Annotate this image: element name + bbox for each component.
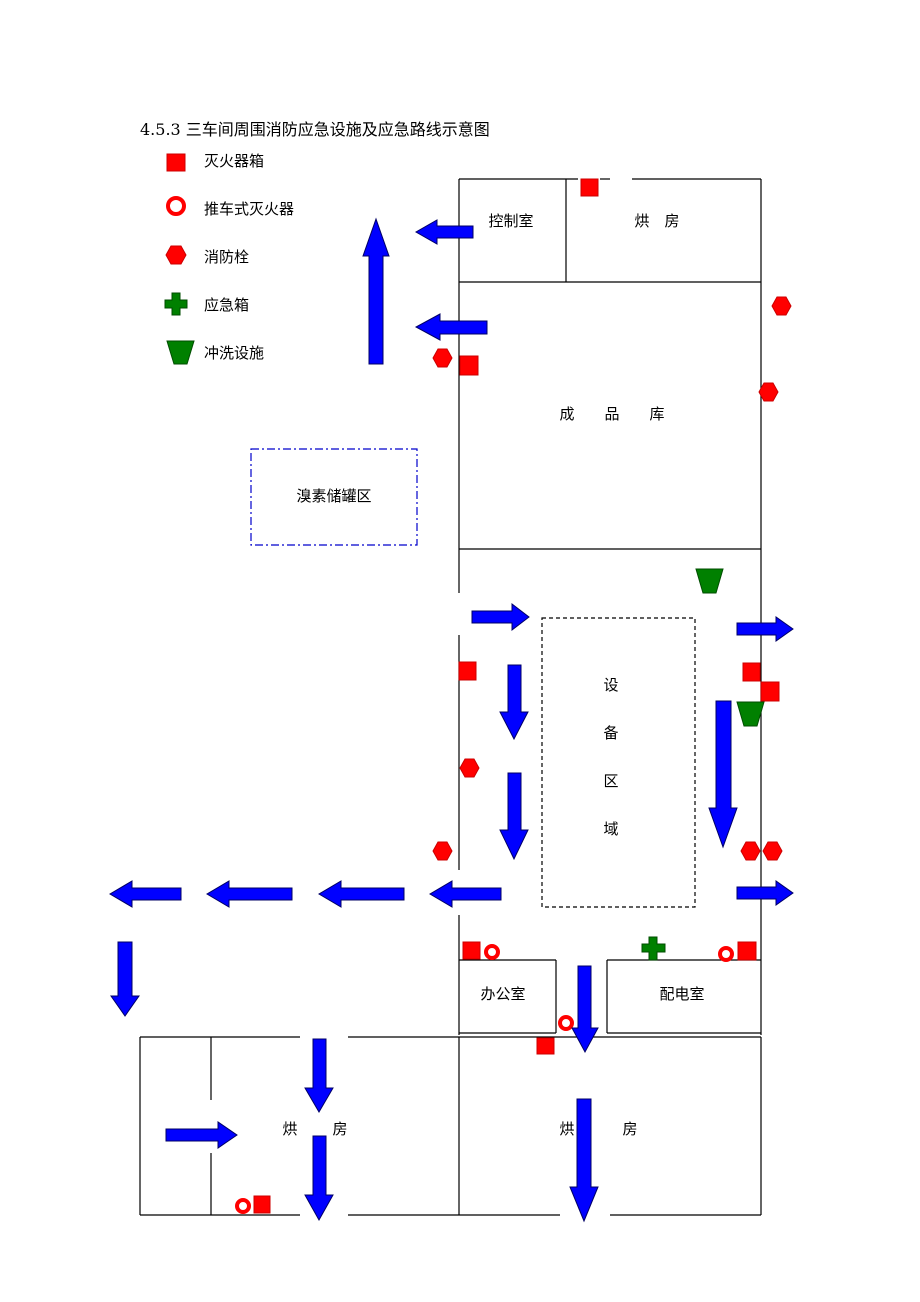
extinguisher-box — [253, 1195, 271, 1214]
hydrants — [432, 296, 792, 861]
hydrant — [432, 348, 453, 368]
extinguisher-box — [536, 1037, 555, 1055]
cart-extinguisher-icon — [166, 196, 186, 216]
route-arrow-right — [165, 1121, 238, 1149]
route-arrow-right — [471, 602, 530, 632]
equipment-area-char-3: 区 — [603, 772, 618, 790]
control-room-label: 控制室 — [488, 212, 533, 230]
extinguisher-box — [580, 178, 599, 197]
cart-extinguisher — [718, 946, 734, 962]
legend-cart-extinguisher-label: 推车式灭火器 — [204, 200, 294, 218]
route-arrow-right — [736, 616, 794, 642]
route-arrow-down — [571, 965, 599, 1054]
product-store-label: 成 品 库 — [559, 405, 664, 423]
route-arrow-down — [304, 1038, 334, 1113]
drying-room-bl-char-2: 房 — [332, 1120, 347, 1138]
drying-room-br-char-2: 房 — [622, 1120, 637, 1138]
cart-extinguisher — [558, 1015, 574, 1031]
bromine-tank-area — [250, 448, 418, 546]
route-arrow-down — [110, 941, 140, 1017]
route-arrow-left — [206, 880, 293, 908]
route-arrow-down — [569, 1098, 599, 1223]
route-arrow-up — [362, 217, 390, 365]
equipment-area-char-4: 域 — [603, 820, 618, 838]
drying-room-bl-char-1: 烘 — [282, 1120, 297, 1138]
bromine-tank-area-label: 溴素储罐区 — [296, 487, 371, 505]
extinguisher-box — [760, 681, 780, 702]
equipment-area-char-1: 设 — [603, 676, 618, 694]
diagram-title: 4.5.3 三车间周围消防应急设施及应急路线示意图 — [140, 120, 490, 139]
route-arrow-left — [109, 880, 182, 908]
hydrant — [432, 841, 453, 861]
hydrant — [758, 382, 779, 402]
route-arrow-left — [414, 219, 474, 245]
equipment-area-char-2: 备 — [603, 724, 618, 742]
legend: 灭火器箱 推车式灭火器 消防栓 应急箱 冲洗设施 — [164, 152, 294, 365]
wash-facility-icon — [166, 340, 195, 365]
route-arrow-left — [429, 880, 502, 908]
route-arrow-left — [318, 880, 405, 908]
extinguisher-box — [458, 661, 477, 681]
extinguisher-box — [742, 662, 761, 682]
cart-extinguisher — [235, 1198, 251, 1214]
drying-room-br-char-1: 烘 — [559, 1120, 574, 1138]
extinguisher-box-icon — [166, 153, 186, 172]
legend-hydrant-label: 消防栓 — [204, 248, 249, 266]
office-label: 办公室 — [480, 985, 525, 1003]
legend-extinguisher-box-label: 灭火器箱 — [204, 152, 264, 170]
legend-wash-facility-label: 冲洗设施 — [204, 344, 264, 362]
equipment-area — [541, 617, 696, 908]
route-arrow-down — [708, 700, 738, 849]
extinguisher-boxes — [253, 178, 780, 1214]
route-arrow-down — [304, 1135, 334, 1222]
drying-room-top-label: 烘 房 — [634, 212, 679, 230]
extinguisher-box — [459, 355, 479, 376]
hydrant — [740, 841, 761, 861]
hydrant — [771, 296, 792, 316]
wash-facilities — [695, 568, 765, 727]
cart-extinguishers — [235, 944, 734, 1214]
extinguisher-box — [462, 941, 481, 960]
hydrant — [762, 841, 783, 861]
emergency-box-icon — [164, 292, 188, 316]
route-arrow-down — [499, 772, 529, 861]
building-walls — [139, 178, 762, 1216]
extinguisher-box — [737, 941, 757, 961]
hydrant — [459, 758, 480, 778]
route-arrow-down — [499, 664, 529, 741]
emergency-routes — [109, 217, 794, 1223]
power-room-label: 配电室 — [659, 985, 704, 1003]
emergency-box — [641, 936, 666, 961]
wash-facility — [736, 701, 765, 727]
route-arrow-right — [736, 880, 794, 906]
cart-extinguisher — [484, 944, 500, 960]
legend-emergency-box-label: 应急箱 — [204, 296, 249, 314]
wash-facility — [695, 568, 724, 594]
route-arrow-left — [414, 313, 488, 341]
hydrant-icon — [165, 245, 187, 265]
